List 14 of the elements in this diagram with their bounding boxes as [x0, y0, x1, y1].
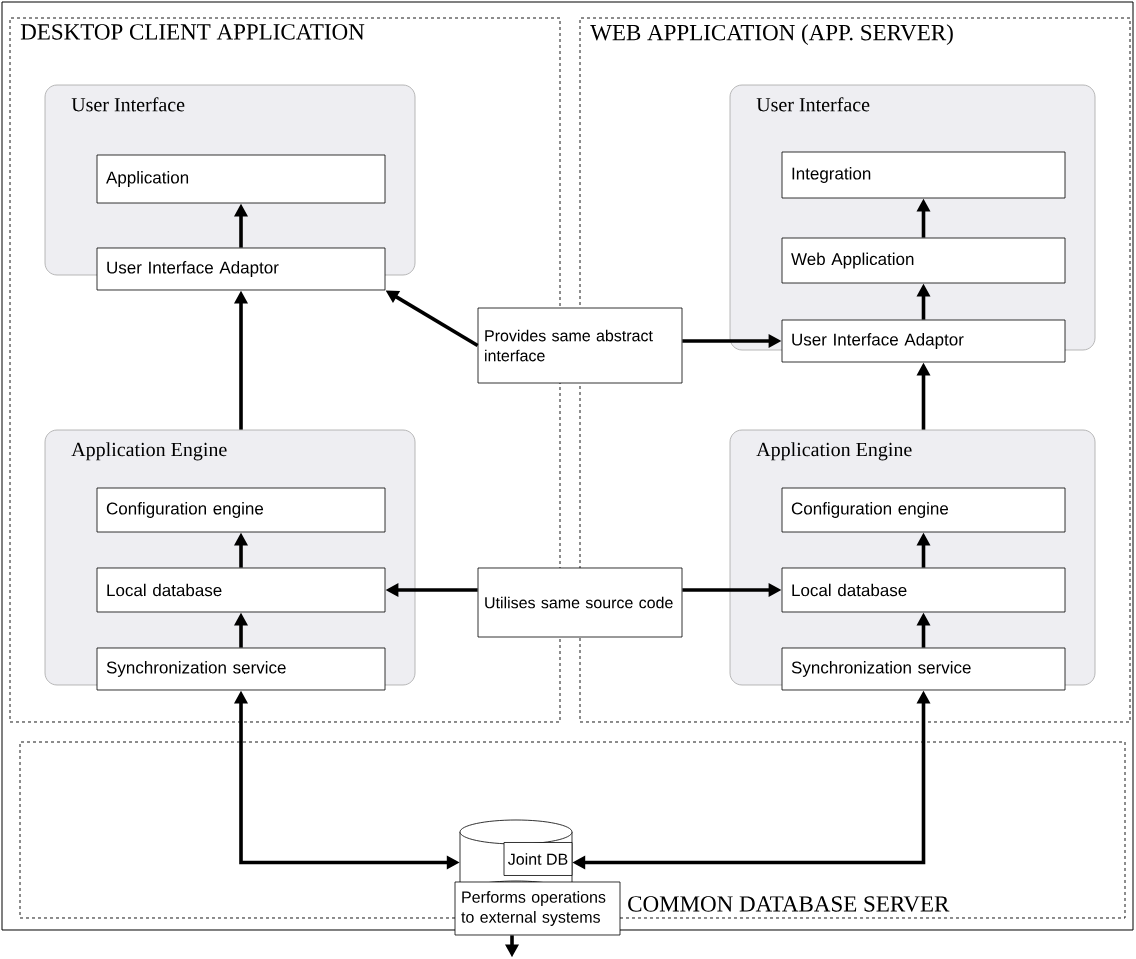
- component-box: Web Application: [781, 237, 1066, 284]
- component-box: User Interface Adaptor: [781, 319, 1066, 363]
- component-box: Configuration engine: [781, 487, 1066, 533]
- component-box: Local database: [781, 567, 1066, 613]
- note-box: Utilises same source code: [477, 567, 683, 638]
- component-box: Synchronization service: [781, 647, 1066, 691]
- note-box: Provides same abstract interface: [477, 307, 683, 384]
- component-box: Configuration engine: [96, 487, 386, 533]
- note-box: Performs operations to external systems: [454, 881, 621, 936]
- component-box: Synchronization service: [96, 647, 386, 691]
- component-box: Application: [96, 154, 386, 204]
- component-box: Integration: [781, 151, 1066, 199]
- component-box: Local database: [96, 567, 386, 613]
- component-box: User Interface Adaptor: [96, 247, 386, 291]
